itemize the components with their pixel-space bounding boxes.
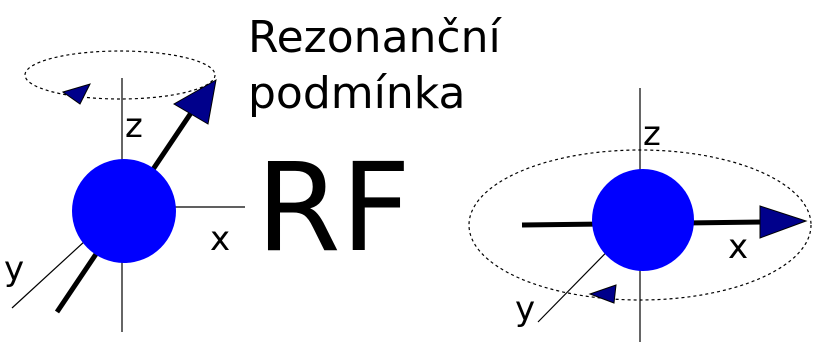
left-frame: z x y xyxy=(4,50,245,332)
left-axis-z-label: z xyxy=(125,106,143,146)
left-vector-arrowhead xyxy=(173,79,217,125)
rf-pulse-label: RF xyxy=(256,137,411,279)
center-caption: Rezonanční podmínka RF xyxy=(248,12,502,279)
right-nucleus-sphere xyxy=(592,169,694,271)
right-axis-z-label: z xyxy=(643,114,661,154)
left-axis-x-label: x xyxy=(210,219,230,259)
left-precession-orbit xyxy=(24,50,216,100)
left-axis-y-label: y xyxy=(4,249,24,289)
right-axis-x-label: x xyxy=(728,227,748,267)
right-axis-y-label: y xyxy=(515,289,535,329)
left-nucleus-sphere xyxy=(72,159,176,263)
title-line-1: Rezonanční xyxy=(248,12,502,63)
title-line-2: podmínka xyxy=(248,68,465,119)
right-precession-orbit xyxy=(468,149,812,301)
right-vector-arrowhead xyxy=(759,205,808,239)
right-orbit-direction-arrow xyxy=(588,284,617,304)
left-orbit-direction-arrow xyxy=(61,83,91,105)
right-frame: z x y xyxy=(468,88,812,342)
